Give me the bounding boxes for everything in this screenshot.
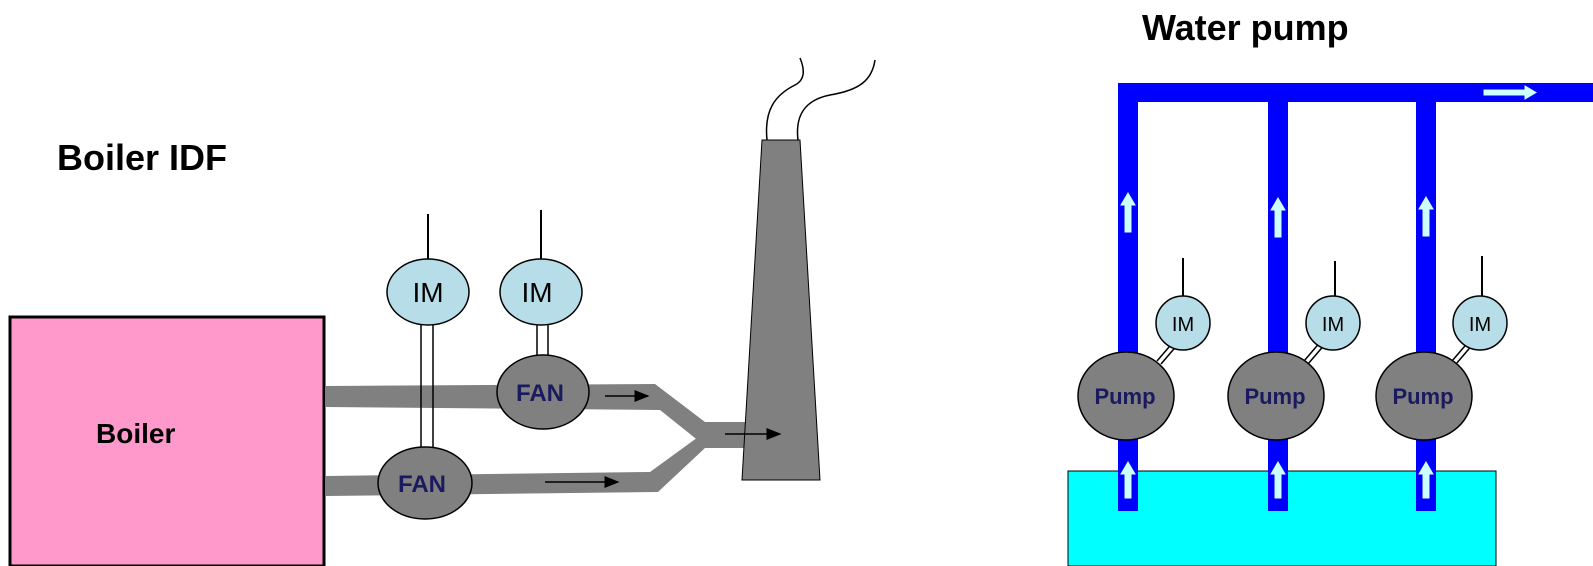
pump-motor-2: IM	[1305, 295, 1361, 351]
fan-upper-label: FAN	[516, 380, 564, 407]
smoke-left	[765, 57, 805, 141]
header-pipe	[1118, 83, 1593, 102]
water-pump-section: Water pump I	[1067, 7, 1593, 566]
boiler-box	[8, 315, 326, 566]
pump-2: Pump	[1227, 351, 1325, 441]
pump-motor-3: IM	[1452, 295, 1508, 351]
boiler-idf-section: Boiler IDF Boiler IM IM	[8, 57, 876, 566]
motor-2-label: IM	[521, 277, 552, 308]
riser-1	[1118, 83, 1138, 511]
flow-arrow-riser-3-upper	[1418, 196, 1434, 237]
smoke-right	[796, 59, 876, 141]
induction-motor-2: IM	[499, 258, 583, 326]
pump-3-label: Pump	[1392, 384, 1453, 409]
flow-arrow-riser-2-lower	[1270, 461, 1286, 499]
fan-upper: FAN	[496, 354, 590, 430]
flow-arrow-riser-3-lower	[1418, 461, 1434, 499]
flow-arrow-header	[1483, 85, 1537, 100]
flow-arrow-riser-1-upper	[1120, 192, 1136, 233]
fan-lower-label: FAN	[398, 471, 446, 498]
pump-1: Pump	[1077, 351, 1175, 441]
riser-3	[1416, 83, 1436, 511]
flow-arrow-riser-2-upper	[1270, 197, 1286, 238]
pump-motor-2-label: IM	[1322, 314, 1344, 336]
flow-arrow-riser-1-lower	[1120, 461, 1136, 499]
induction-motor-1: IM	[386, 258, 470, 326]
pump-motor-1: IM	[1155, 295, 1211, 351]
motor-1-label: IM	[412, 277, 443, 308]
pump-2-label: Pump	[1244, 384, 1305, 409]
boiler-label: Boiler	[96, 418, 175, 449]
pump-3: Pump	[1375, 351, 1473, 441]
pump-motor-1-label: IM	[1172, 314, 1194, 336]
flow-arrows-water	[1120, 85, 1537, 499]
water-pump-title: Water pump	[1142, 7, 1349, 48]
riser-2	[1268, 83, 1288, 511]
fan-lower: FAN	[377, 446, 473, 520]
chimney	[741, 139, 821, 481]
pump-motor-3-label: IM	[1469, 314, 1491, 336]
pump-1-label: Pump	[1094, 384, 1155, 409]
boiler-idf-title: Boiler IDF	[57, 137, 227, 178]
